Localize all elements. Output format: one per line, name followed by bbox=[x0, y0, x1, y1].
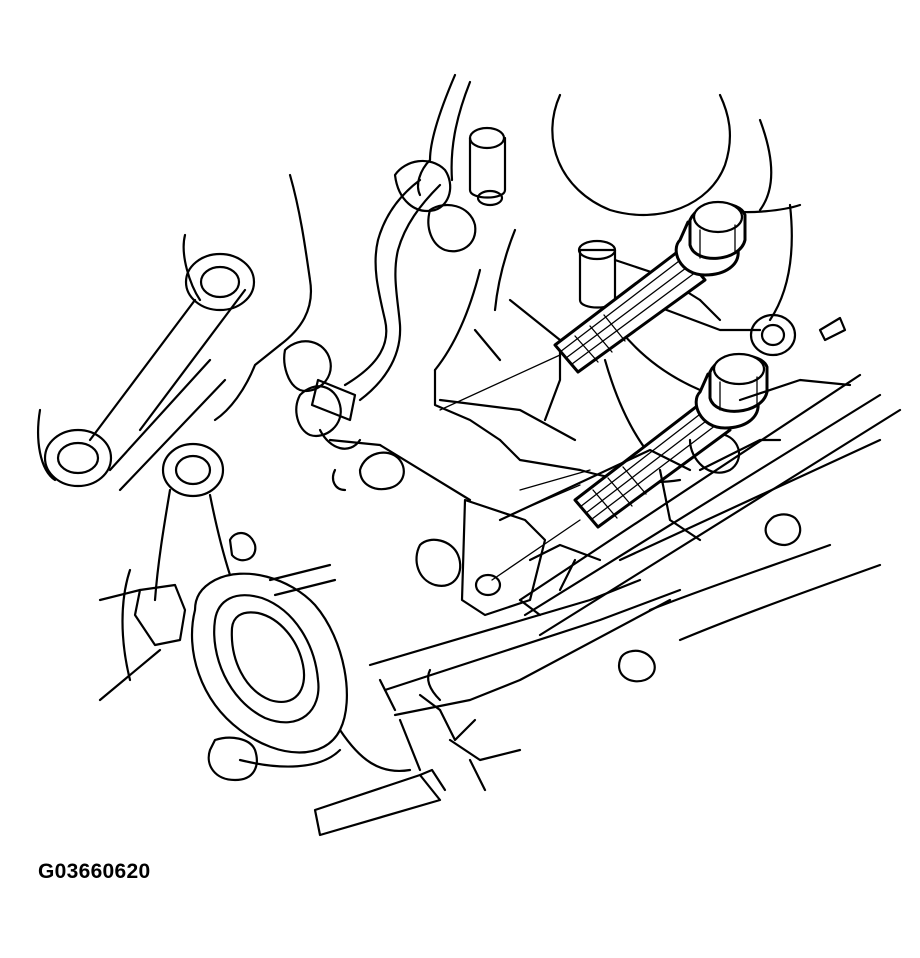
left-bracket bbox=[37, 173, 313, 492]
bolt-lower bbox=[573, 352, 769, 529]
wire-harness bbox=[283, 159, 477, 450]
head-rails bbox=[498, 373, 902, 637]
bottom-plate bbox=[313, 768, 447, 837]
right-eyelet bbox=[749, 313, 847, 357]
lower-rails bbox=[368, 543, 882, 792]
upper-housing bbox=[428, 73, 802, 322]
bolt-upper bbox=[553, 200, 747, 374]
pump-housing bbox=[98, 442, 412, 782]
detail-strokes bbox=[416, 158, 782, 702]
figure-code: G03660620 bbox=[38, 860, 151, 883]
gasket bbox=[328, 438, 547, 617]
dowel-pin-top bbox=[468, 126, 507, 207]
